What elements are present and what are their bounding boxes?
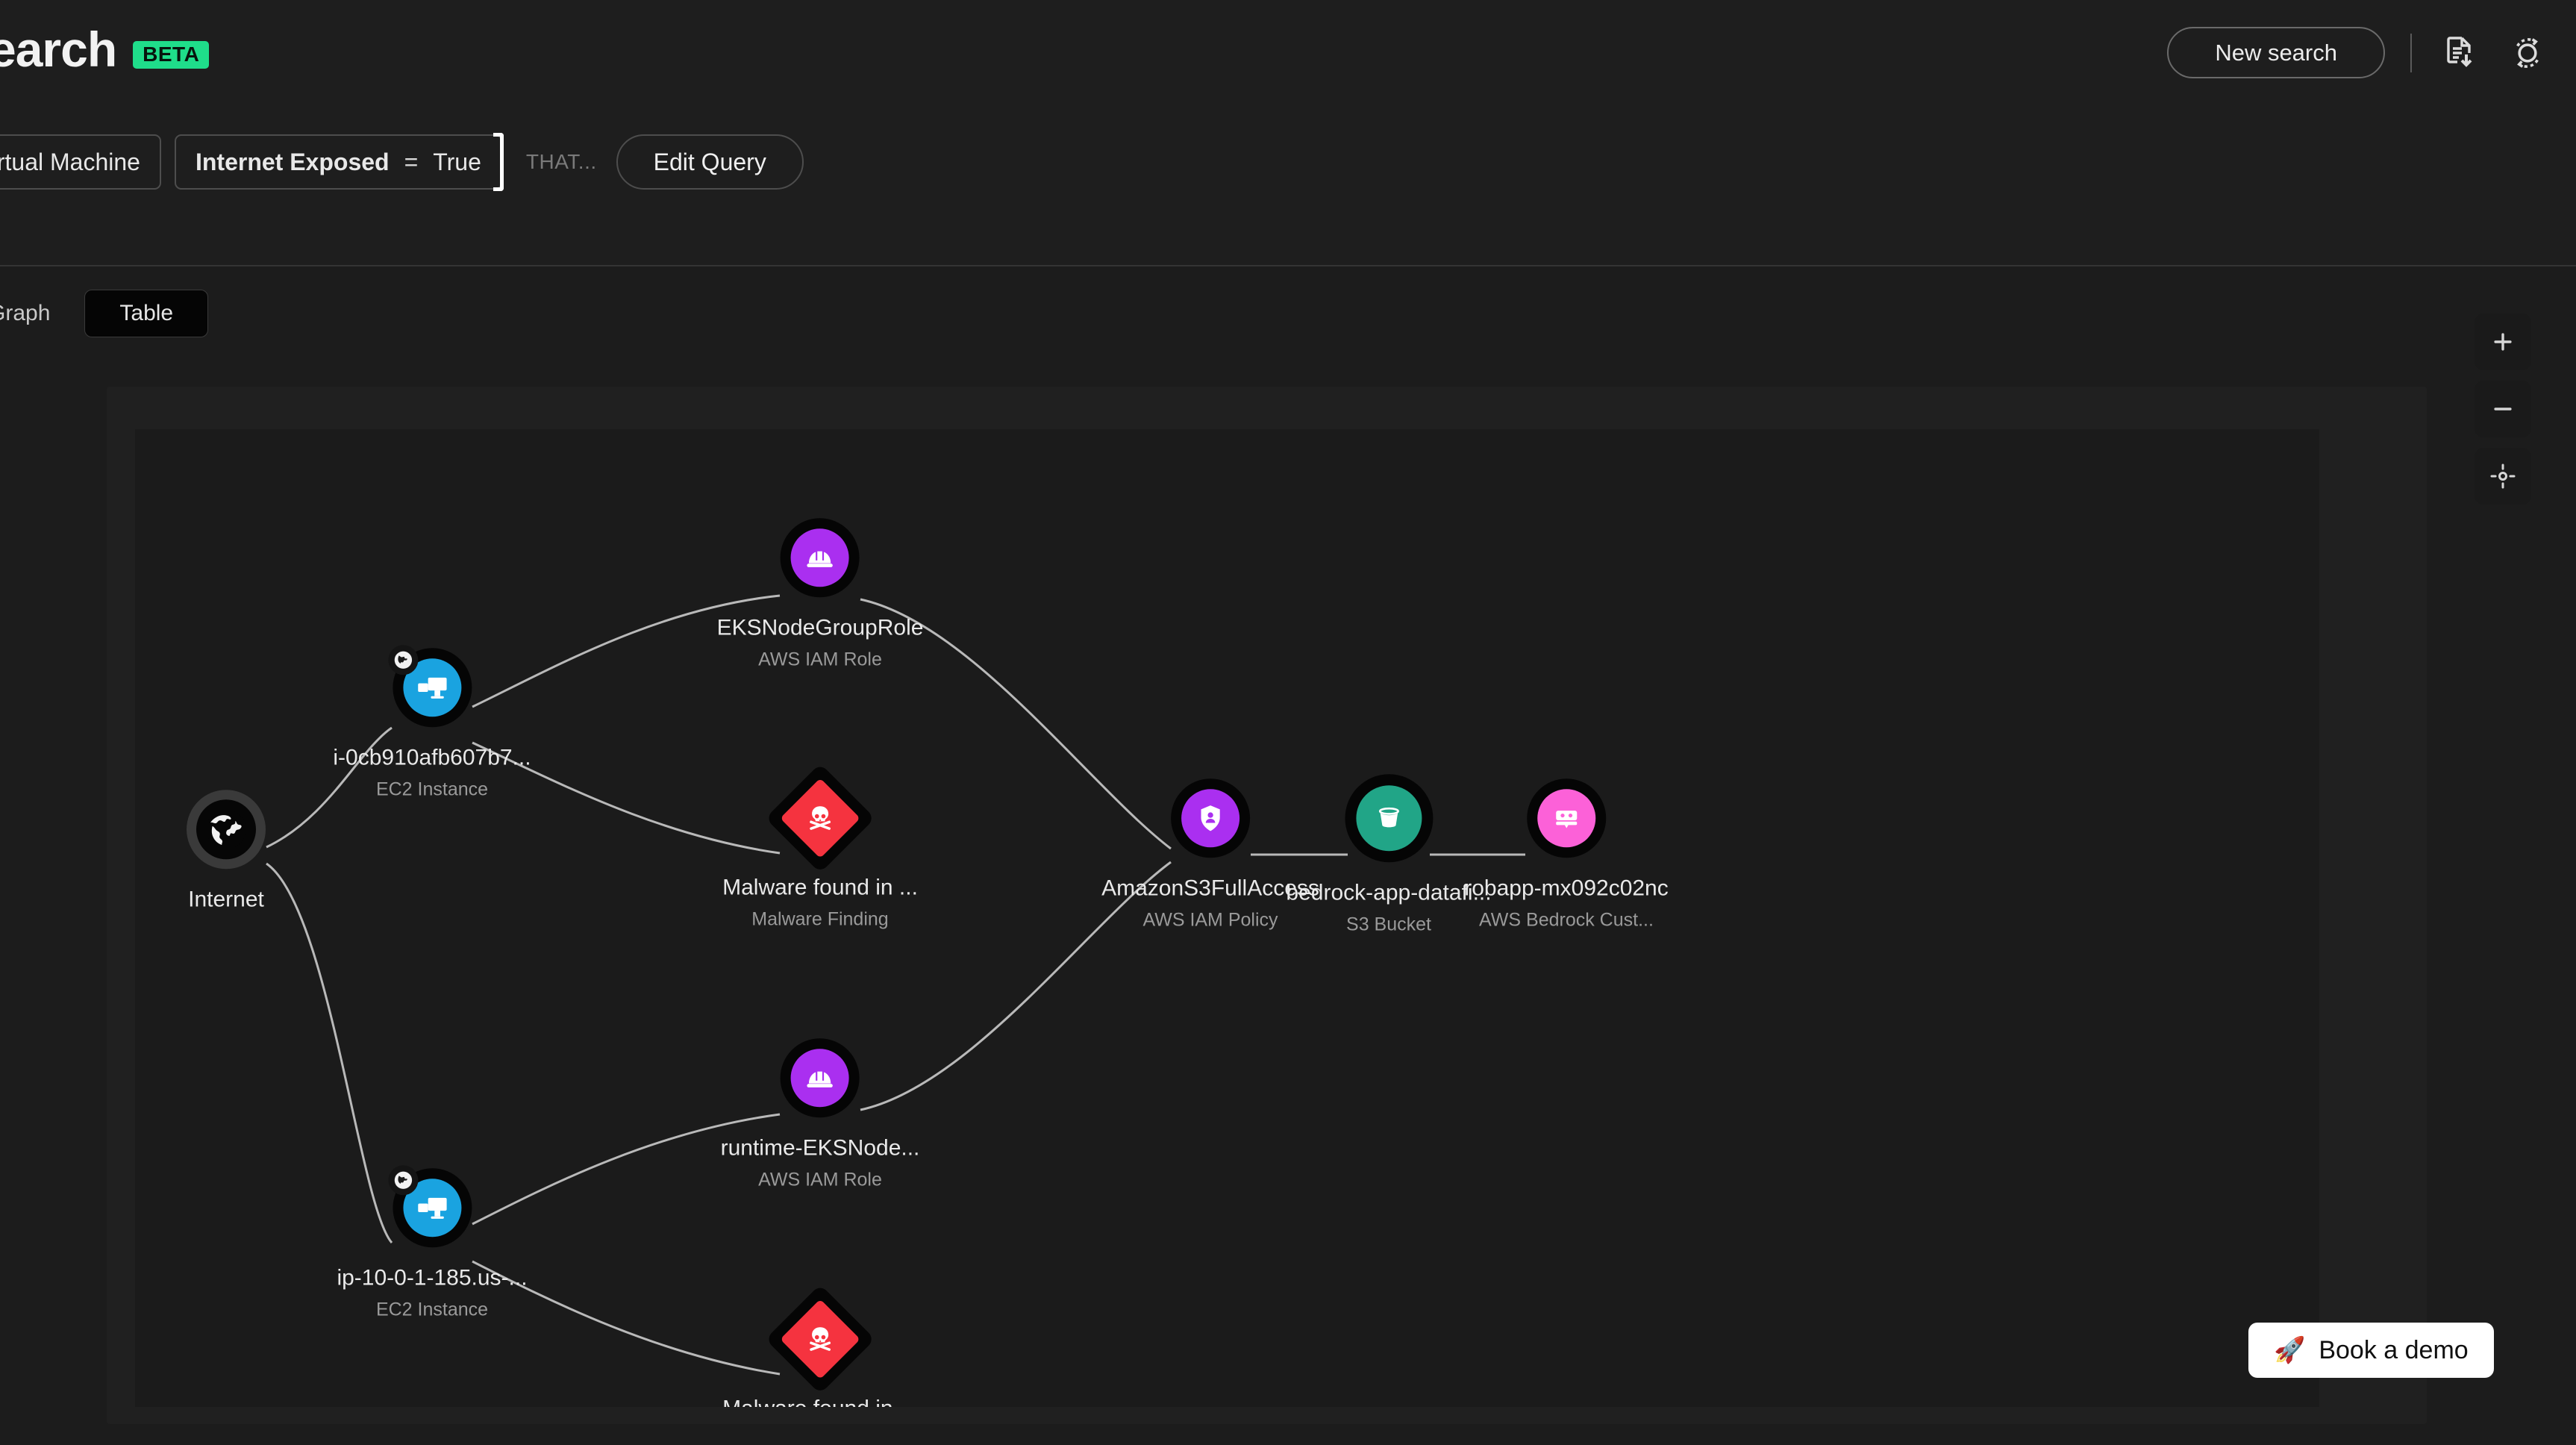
node-sublabel: S3 Bucket (1346, 913, 1431, 934)
node-sublabel: EC2 Instance (375, 778, 489, 799)
malware-diamond (765, 763, 875, 873)
ec2-circle (393, 1168, 472, 1248)
node-shape (1345, 774, 1433, 863)
node-sublabel: AWS IAM Policy (1142, 908, 1278, 930)
graph-node-s3-bucket[interactable]: bedrock-app-datafi... S3 Bucket (1286, 774, 1492, 935)
zoom-controls (2475, 313, 2531, 505)
iam-policy-circle (1170, 778, 1250, 858)
node-sublabel: AWS Bedrock Cust... (1479, 908, 1654, 930)
graph-node-ec2-1[interactable]: i-0cb910afb607b7... EC2 Instance (333, 645, 531, 800)
internet-circle (187, 790, 266, 870)
edit-query-button[interactable]: Edit Query (616, 134, 804, 190)
node-sublabel: AWS IAM Role (758, 648, 882, 670)
condition-field: Internet Exposed (195, 149, 390, 175)
node-label: ip-10-0-1-185.us-... (337, 1265, 528, 1290)
header-bottom-divider (0, 265, 2576, 266)
graph-node-malware-2[interactable]: Malware found in ... Malware Finding (722, 1284, 918, 1407)
node-label: runtime-EKSNode... (720, 1135, 920, 1161)
tab-graph[interactable]: Graph (0, 301, 51, 325)
book-demo-button[interactable]: 🚀 Book a demo (2248, 1323, 2494, 1378)
header-actions: New search (2167, 27, 2549, 78)
globe-icon (196, 799, 256, 860)
graph-node-iam-policy[interactable]: AmazonS3FullAccess AWS IAM Policy (1101, 778, 1319, 931)
graph-edges (266, 594, 1525, 1376)
shield-person-icon (1181, 789, 1239, 848)
new-search-button[interactable]: New search (2167, 27, 2385, 78)
beta-badge: BETA (133, 40, 210, 69)
graph-node-malware-1[interactable]: Malware found in ... Malware Finding (722, 763, 918, 930)
skull-icon (780, 778, 860, 858)
node-label: Malware found in ... (722, 875, 918, 900)
rocket-icon: 🚀 (2274, 1336, 2306, 1364)
node-shape (765, 1284, 875, 1394)
document-download-icon[interactable] (2437, 31, 2480, 75)
iam-role-circle (781, 1038, 860, 1118)
node-shape (765, 763, 875, 873)
condition-operator: = (404, 149, 419, 175)
s3-circle (1345, 774, 1433, 863)
graph-canvas[interactable]: Internet (135, 429, 2319, 1407)
query-chip-entity[interactable]: Virtual Machine (0, 134, 161, 190)
globe-badge-icon (388, 645, 418, 675)
query-bar: Virtual Machine Internet Exposed = True … (0, 133, 804, 191)
refresh-sync-icon[interactable] (2506, 31, 2549, 75)
node-label: AmazonS3FullAccess (1101, 876, 1319, 901)
skull-icon (780, 1299, 860, 1379)
graph-node-iam-role-1[interactable]: EKSNodeGroupRole AWS IAM Role (716, 518, 924, 670)
node-label: EKSNodeGroupRole (716, 615, 924, 640)
node-label: Malware found in ... (722, 1394, 918, 1407)
hardhat-icon (790, 528, 849, 587)
node-sublabel: AWS IAM Role (758, 1168, 882, 1190)
hardhat-icon (791, 1049, 849, 1108)
node-sublabel: EC2 Instance (375, 1298, 489, 1320)
app-header: Search BETA New search (0, 0, 2576, 266)
node-shape (780, 518, 860, 598)
that-label: THAT... (525, 150, 597, 173)
graph-node-ec2-2[interactable]: ip-10-0-1-185.us-... EC2 Instance (337, 1165, 528, 1320)
graph-node-bedrock[interactable]: robapp-mx092c02nc AWS Bedrock Cust... (1464, 778, 1669, 931)
graph-node-internet[interactable]: Internet (187, 790, 266, 920)
query-chip-condition[interactable]: Internet Exposed = True (174, 133, 504, 191)
globe-badge-icon (388, 1165, 418, 1196)
page-title: Search (0, 22, 117, 77)
zoom-out-button[interactable] (2475, 381, 2531, 437)
node-label: robapp-mx092c02nc (1464, 876, 1669, 901)
iam-role-circle (780, 518, 860, 598)
bucket-icon (1356, 785, 1422, 852)
book-demo-label: Book a demo (2319, 1336, 2469, 1364)
node-shape (781, 1038, 860, 1118)
zoom-in-button[interactable] (2475, 313, 2531, 370)
node-label: i-0cb910afb607b7... (333, 745, 531, 770)
node-shape (1526, 778, 1606, 858)
node-label: bedrock-app-datafi... (1286, 880, 1492, 905)
node-shape (187, 790, 266, 870)
condition-value: True (433, 149, 481, 175)
graph-node-iam-role-2[interactable]: runtime-EKSNode... AWS IAM Role (720, 1038, 920, 1190)
node-shape (1170, 778, 1250, 858)
header-divider-line (2410, 33, 2412, 72)
tab-table[interactable]: Table (84, 290, 209, 337)
malware-diamond (765, 1284, 875, 1394)
node-shape (388, 645, 472, 728)
node-label: Internet (188, 887, 264, 912)
recenter-view-button[interactable] (2475, 448, 2531, 505)
view-tabs: Graph Table (0, 290, 209, 337)
bedrock-circle (1526, 778, 1606, 858)
node-sublabel: Malware Finding (751, 908, 889, 929)
node-shape (388, 1165, 472, 1248)
title-row: Search BETA (0, 21, 210, 78)
condition-bracket (493, 133, 504, 191)
robot-icon (1536, 789, 1595, 848)
